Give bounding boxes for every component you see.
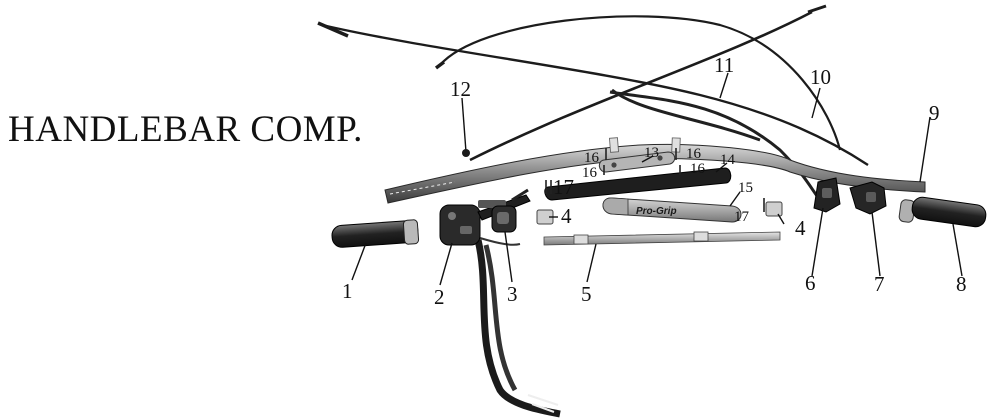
cable-end-marker [462, 149, 470, 157]
callout-3: 3 [507, 282, 518, 306]
callout-13: 13 [644, 145, 659, 161]
callout-10: 10 [810, 65, 831, 89]
brake-cable [434, 15, 842, 151]
handlebar-clamp-plate [598, 151, 676, 173]
callout-8: 8 [956, 272, 967, 296]
left-lever-housing [491, 188, 529, 233]
callout-17-right: 17 [734, 209, 750, 225]
choke-cable [469, 4, 827, 162]
callout-1: 1 [342, 279, 353, 303]
callout-16-d: 16 [690, 161, 706, 177]
throttle-housing [849, 181, 887, 215]
callout-7: 7 [874, 272, 885, 296]
right-switch-housing [813, 177, 841, 213]
throttle-cable [317, 21, 869, 167]
callout-15: 15 [738, 180, 753, 196]
diagram-title: HANDLEBAR COMP. [8, 109, 363, 150]
callout-16-c: 16 [686, 146, 702, 162]
callout-6: 6 [805, 271, 816, 295]
leader-lines [351, 72, 963, 286]
callout-5: 5 [581, 282, 592, 306]
callout-16-b: 16 [582, 165, 598, 181]
wiring-harness-upper [609, 88, 822, 201]
callout-4-right: 4 [795, 216, 806, 240]
callout-labels: 1 2 3 4 4 5 6 7 8 9 10 11 12 13 14 15 16… [342, 53, 967, 309]
left-grip [331, 219, 420, 248]
callout-14: 14 [720, 152, 736, 168]
crossbar-grip-pad: Pro-Grip [602, 197, 742, 223]
riser-block-right [765, 201, 783, 217]
callout-2: 2 [434, 285, 445, 309]
callout-12: 12 [450, 77, 471, 101]
callout-9: 9 [929, 101, 940, 125]
callout-17-left: 17 [553, 175, 574, 199]
crossbar-pad [544, 167, 732, 201]
clamp-bolts [545, 148, 765, 212]
grip-brand-label: Pro-Grip [636, 206, 677, 217]
right-grip [898, 196, 987, 228]
crossbar-rod [543, 231, 781, 246]
callout-11: 11 [714, 53, 734, 77]
callout-4-left: 4 [561, 204, 572, 228]
callout-16-a: 16 [584, 150, 600, 166]
